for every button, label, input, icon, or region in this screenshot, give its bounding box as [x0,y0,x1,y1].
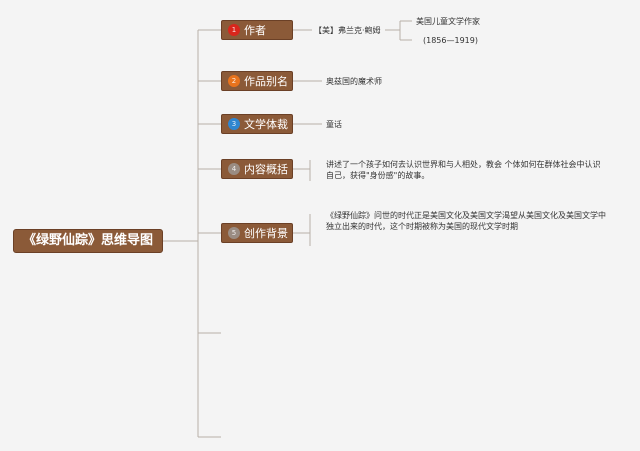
summary-text: 讲述了一个孩子如何去认识世界和与人相处，教会 个体如何在群体社会中认识自己，获得… [326,160,601,180]
background-text: 《绿野仙踪》问世的时代正是美国文化及美国文学渴望从美国文化及美国文学中独立出来的… [326,211,606,231]
author-name: 【美】弗兰克·鲍姆 [314,26,381,35]
root-label: 《绿野仙踪》思维导图 [22,233,153,248]
number-badge-icon: 5 [228,227,240,239]
branch-node-background[interactable]: 5 创作背景 [221,223,293,243]
number-badge-icon: 3 [228,118,240,130]
branch-label: 作者 [244,24,266,37]
number-badge-icon: 4 [228,163,240,175]
alias-text: 奥兹国的魔术师 [326,77,382,86]
number-badge-icon: 2 [228,75,240,87]
branch-label: 作品别名 [244,75,288,88]
author-lifespan: (1856—1919) [423,36,478,45]
branch-label: 文学体裁 [244,118,288,131]
number-badge-icon: 1 [228,24,240,36]
branch-node-summary[interactable]: 4 内容概括 [221,159,293,179]
branch-node-genre[interactable]: 3 文学体裁 [221,114,293,134]
root-node[interactable]: 《绿野仙踪》思维导图 [13,229,163,253]
branch-label: 内容概括 [244,163,288,176]
author-description: 美国儿童文学作家 [416,17,480,26]
branch-label: 创作背景 [244,227,288,240]
genre-text: 童话 [326,120,342,129]
branch-node-author[interactable]: 1 作者 [221,20,293,40]
branch-node-alias[interactable]: 2 作品别名 [221,71,293,91]
